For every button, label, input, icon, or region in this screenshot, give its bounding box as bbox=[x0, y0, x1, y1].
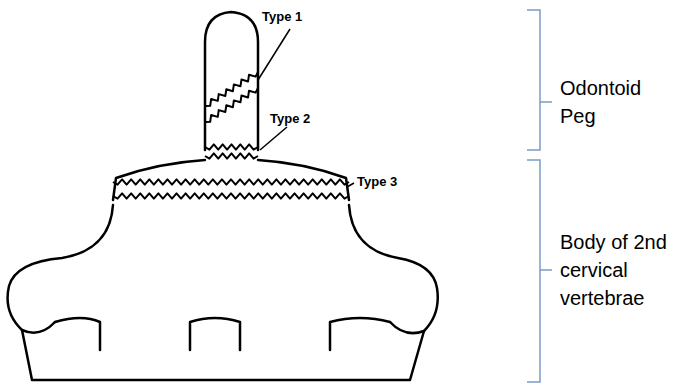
fracture-line bbox=[205, 72, 258, 106]
region-label: Body of 2nd cervical vertebrae bbox=[560, 228, 685, 312]
fracture-line bbox=[205, 88, 258, 122]
bracket bbox=[527, 160, 552, 382]
odontoid-outline bbox=[205, 12, 258, 150]
fracture-type-label: Type 3 bbox=[357, 174, 397, 190]
leader-line bbox=[347, 183, 354, 187]
fracture-line bbox=[113, 179, 349, 184]
bracket bbox=[527, 10, 552, 150]
fracture-type-label: Type 2 bbox=[270, 111, 310, 127]
fracture-type-label: Type 1 bbox=[262, 9, 302, 25]
fracture-line bbox=[113, 193, 349, 198]
vertebra-lower-part bbox=[22, 318, 424, 380]
leader-line bbox=[258, 29, 290, 80]
region-label: Odontoid Peg bbox=[560, 74, 660, 130]
fracture-line bbox=[205, 144, 258, 149]
vertebra-body-outline bbox=[8, 160, 438, 333]
fracture-line bbox=[205, 153, 258, 158]
leader-line bbox=[260, 127, 287, 150]
